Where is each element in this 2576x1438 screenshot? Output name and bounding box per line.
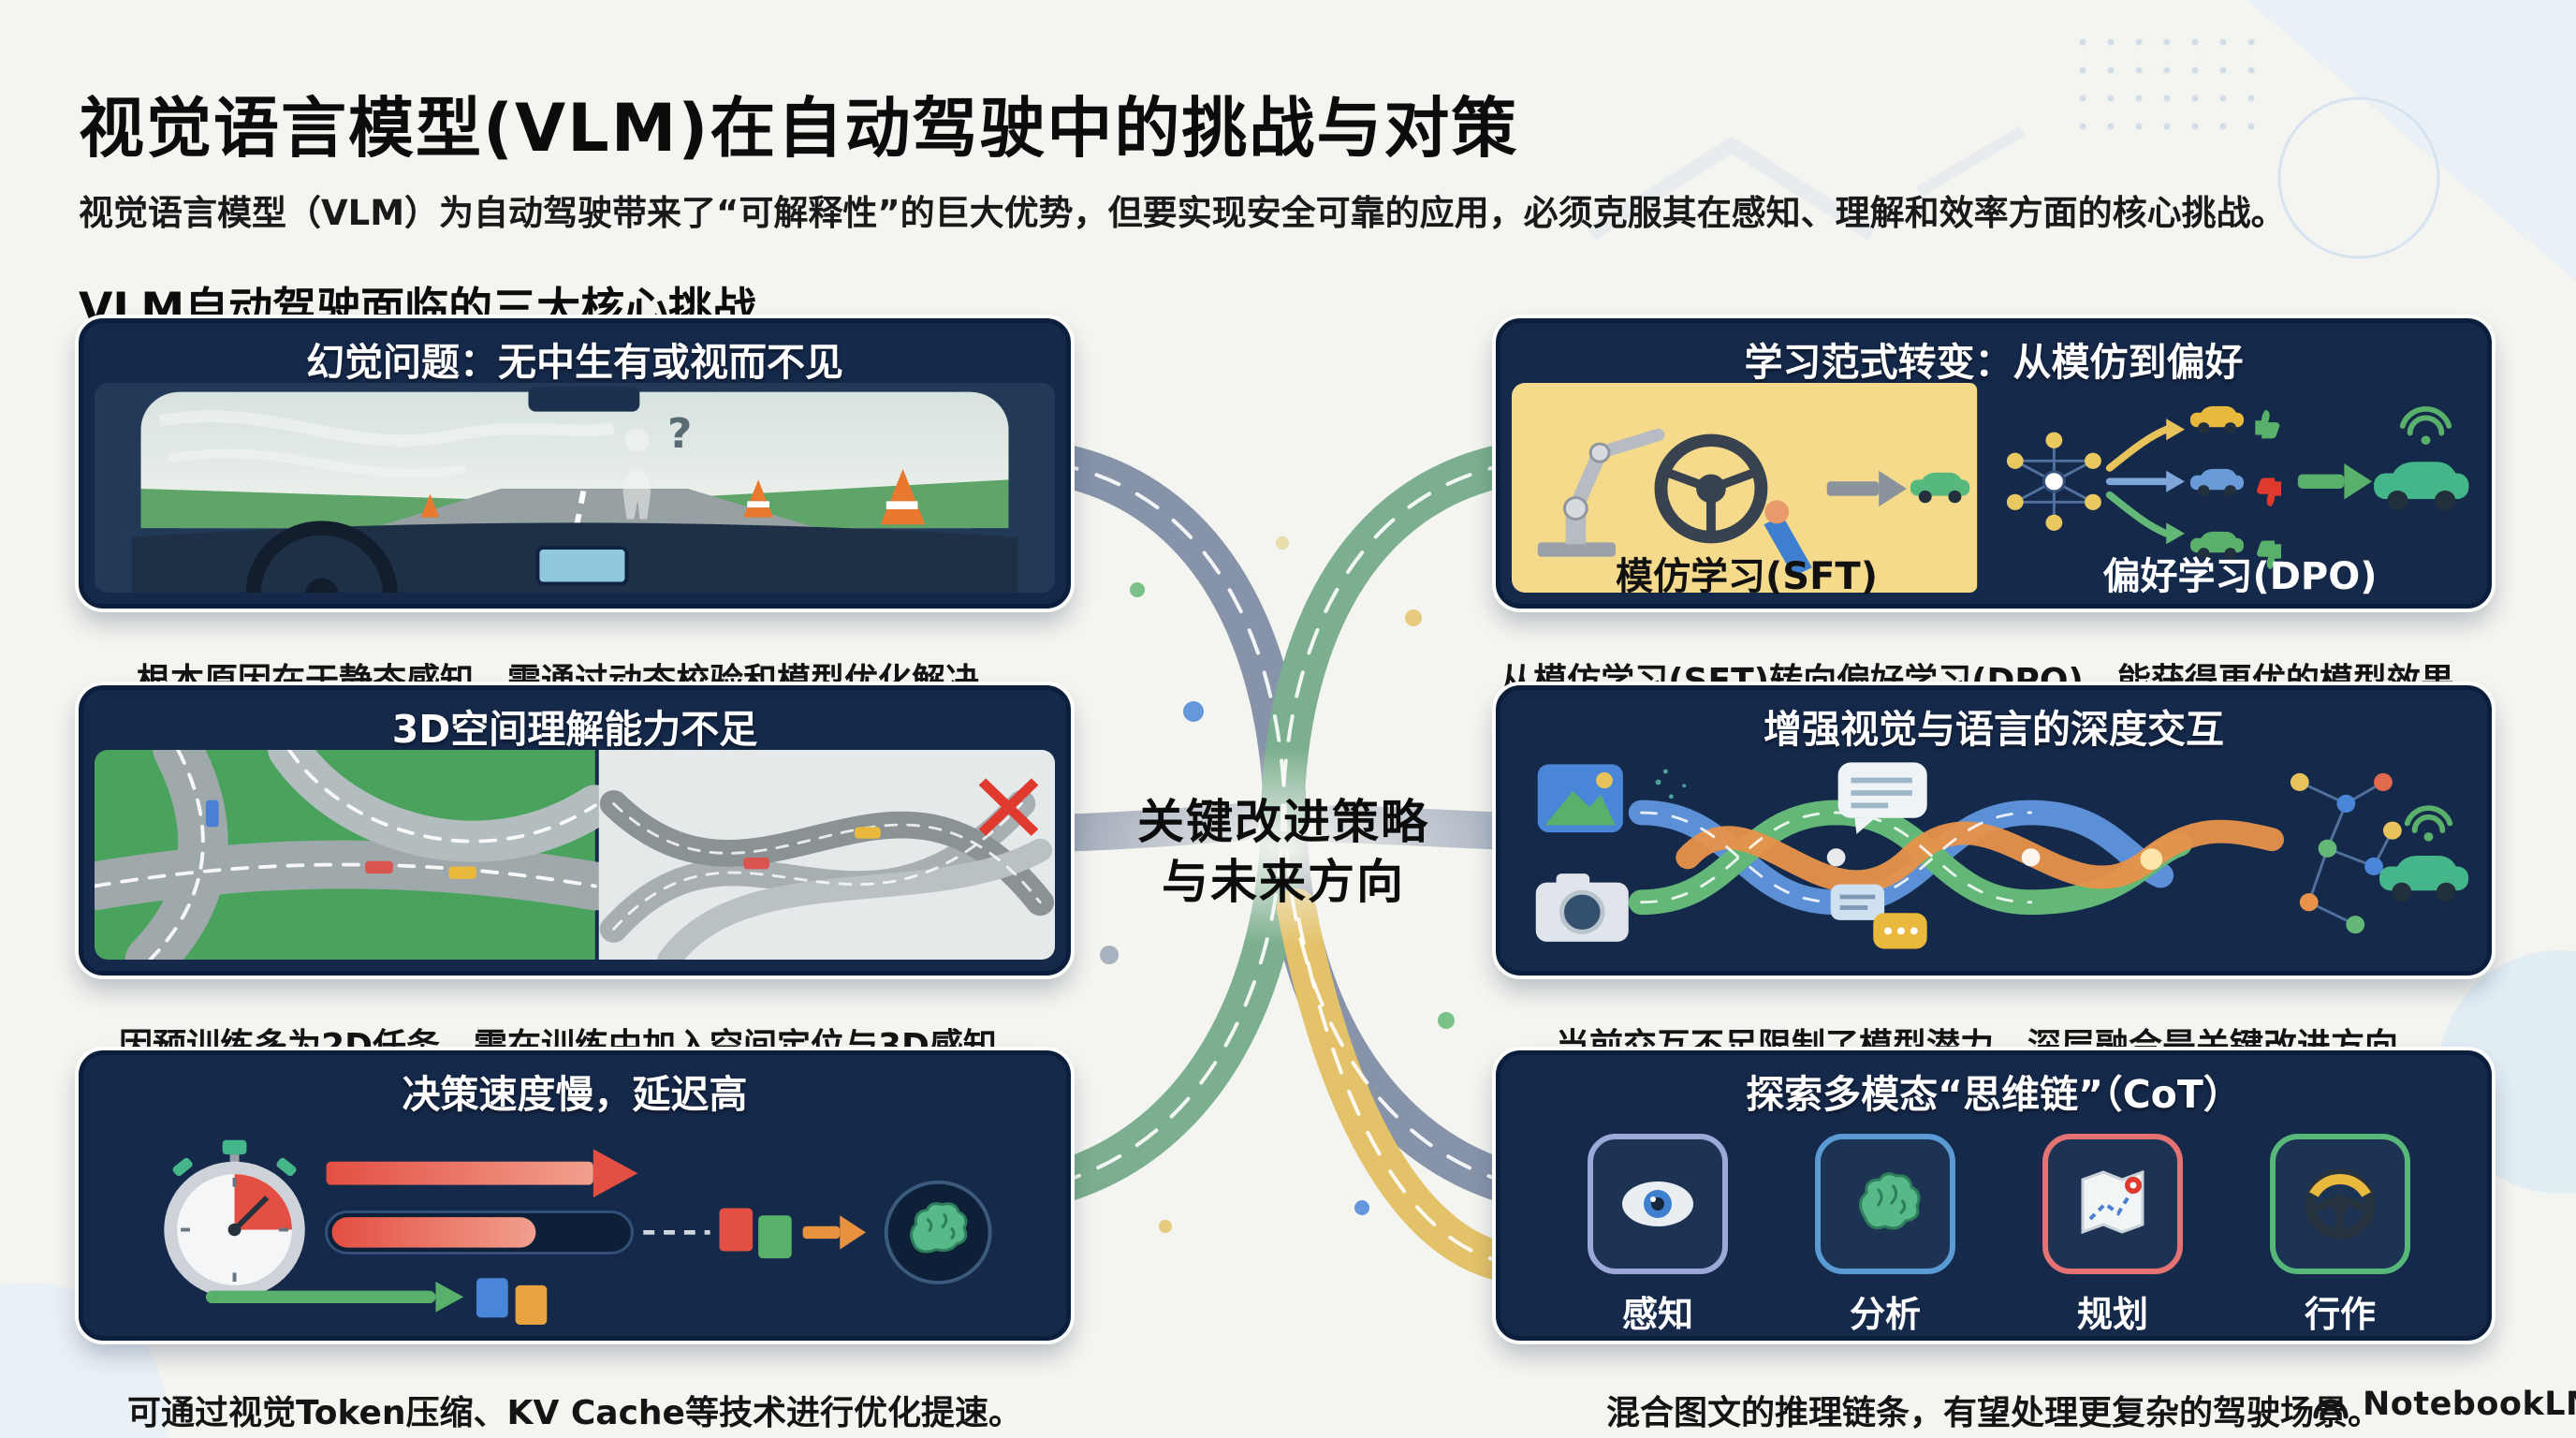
ghost-pedestrian-icon: [622, 428, 651, 520]
card-interaction: 增强视觉与语言的深度交互: [1496, 685, 2492, 976]
robot-arm-icon: [1537, 428, 1665, 557]
steering-wheel-sft-icon: [1654, 433, 1768, 544]
console-screen-icon: [535, 546, 629, 586]
image-icon: [1537, 764, 1623, 833]
paradigm-illustration: [1512, 383, 2476, 593]
cot-label-planning: 规划: [2076, 1294, 2148, 1335]
steering-wheel-icon: [245, 521, 398, 593]
cot-step-analysis: [1815, 1134, 1955, 1274]
autonomous-car-icon: [2379, 805, 2469, 902]
wifi-icon: [2399, 406, 2452, 436]
cot-step-planning: [2042, 1134, 2183, 1274]
notebooklm-wordmark: NotebookLM: [2363, 1386, 2576, 1423]
green-arrow-icon: [2297, 463, 2373, 500]
notebooklm-mark-icon: [2313, 1399, 2349, 1419]
braided-ribbons-icon: [1628, 800, 2284, 916]
red-arrow-icon: [326, 1149, 638, 1198]
brain-icon: [1859, 1172, 1921, 1230]
card-spatial-title: 3D空间理解能力不足: [391, 707, 758, 752]
cot-label-perception: 感知: [1621, 1294, 1693, 1335]
thumbs-up-icon: [2255, 409, 2280, 439]
wifi-icon: [2404, 805, 2453, 834]
card-spatial: 3D空间理解能力不足: [79, 685, 1071, 976]
steering-wheel-icon: [2305, 1168, 2376, 1240]
center-label-glow: [1076, 749, 1488, 946]
error-cross-icon: ✕: [966, 753, 1051, 867]
dpo-label: 偏好学习(DPO): [2102, 555, 2378, 598]
question-mark: ?: [667, 409, 692, 458]
center-label-line2: 与未来方向: [1162, 855, 1405, 909]
data-sparkle-icon: [1648, 769, 1687, 806]
card-cot-title: 探索多模态“思维链”（CoT）: [1746, 1072, 2242, 1117]
human-hand-icon: [1764, 500, 1812, 577]
cot-label-action: 行作: [2304, 1294, 2376, 1335]
interchange-illustration: ✕: [95, 750, 1055, 960]
interaction-scene-icon: [1535, 762, 2469, 949]
interchange-scene-icon: ✕: [95, 750, 1055, 960]
thumbs-down-icon: [2257, 477, 2282, 507]
card-paradigm-title: 学习范式转变：从模仿到偏好: [1744, 340, 2244, 385]
eye-icon: [1622, 1181, 1693, 1226]
caption-latency: 可通过视觉Token压缩、KV Cache等技术进行优化提速。: [127, 1394, 1022, 1432]
windshield-illustration: ?: [95, 383, 1055, 593]
latency-illustration: [95, 1115, 1055, 1325]
camera-icon: [1535, 873, 1629, 942]
interaction-illustration: [1512, 750, 2476, 960]
card-paradigm-shift: 学习范式转变：从模仿到偏好: [1496, 318, 2492, 609]
paradigm-scene-icon: [1512, 383, 2469, 593]
gray-arrow-icon: [1826, 470, 1907, 507]
orange-arrow-icon: [802, 1215, 866, 1250]
sft-label: 模仿学习(SFT): [1616, 555, 1878, 598]
rearview-mirror-icon: [528, 386, 640, 412]
sft-panel: [1512, 383, 1978, 593]
map-icon: [2081, 1169, 2144, 1235]
page-subtitle: 视觉语言模型（VLM）为自动驾驶带来了“可解释性”的巨大优势，但要实现安全可靠的…: [79, 193, 2286, 233]
token-files-icon: [719, 1208, 792, 1259]
progress-bar-icon: [325, 1210, 634, 1255]
cot-label-analysis: 分析: [1849, 1294, 1921, 1335]
cot-step-action: [2270, 1134, 2410, 1274]
traffic-cone-icon: [420, 468, 926, 525]
network-cluster-icon: [2006, 432, 2101, 531]
center-label-line1: 关键改进策略: [1137, 795, 1429, 849]
windshield-scene-icon: ?: [95, 383, 1055, 593]
autonomous-car-icon: [2374, 406, 2469, 511]
card-latency: 决策速度慢，延迟高: [79, 1050, 1071, 1341]
card-hallucination: 幻觉问题：无中生有或视而不见: [79, 318, 1071, 609]
branch-arrows-icon: [2105, 425, 2171, 537]
dot-grid-decoration: [2069, 28, 2275, 150]
card-interaction-title: 增强视觉与语言的深度交互: [1764, 707, 2224, 752]
chat-bubble-icon: [1830, 762, 1927, 949]
stopwatch-icon: [164, 1139, 305, 1299]
latency-scene-icon: [164, 1139, 992, 1325]
card-cot: 探索多模态“思维链”（CoT）: [1496, 1050, 2492, 1341]
caption-cot: 混合图文的推理链条，有望处理更复杂的驾驶场景。: [1605, 1394, 2381, 1432]
neural-network-icon: [2290, 772, 2402, 934]
green-arrow-icon: [205, 1282, 464, 1313]
brain-node-icon: [884, 1180, 992, 1284]
card-latency-title: 决策速度慢，延迟高: [402, 1072, 748, 1117]
small-cars-icon: [205, 800, 477, 879]
notebooklm-logo: NotebookLM: [2310, 1386, 2576, 1423]
page-title: 视觉语言模型(VLM)在自动驾驶中的挑战与对策: [79, 89, 1519, 167]
card-hallucination-title: 幻觉问题：无中生有或视而不见: [306, 340, 843, 385]
cot-step-perception: [1588, 1134, 1728, 1274]
